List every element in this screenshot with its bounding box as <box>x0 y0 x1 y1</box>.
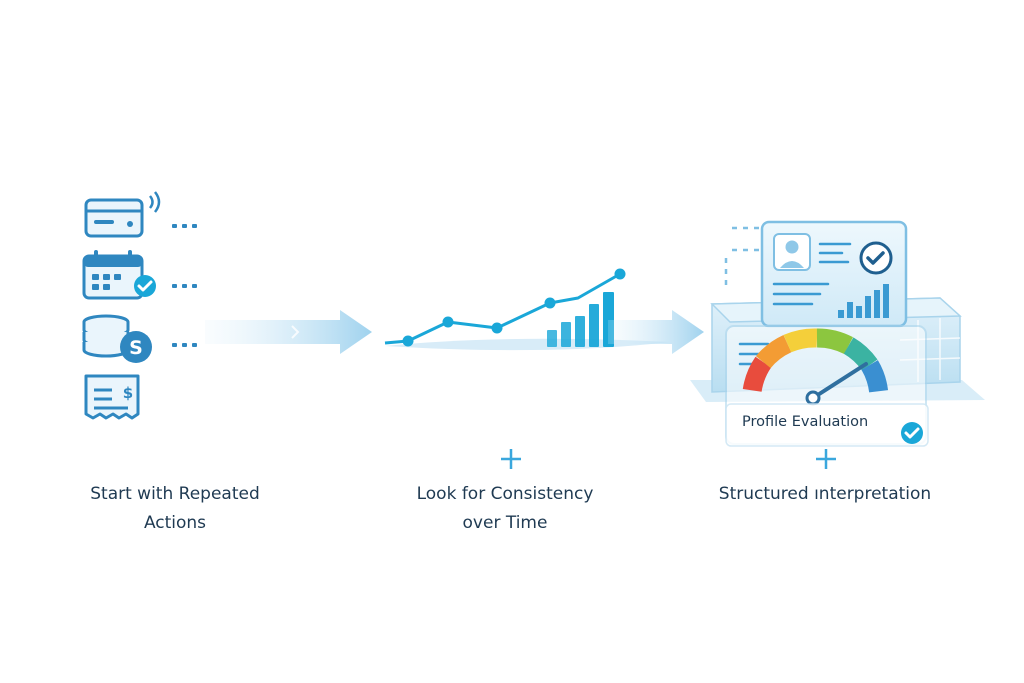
step3-icons <box>690 220 985 447</box>
check-badge-icon <box>901 422 923 444</box>
step1-caption-line1: Start with Repeated <box>90 484 260 504</box>
profile-evaluation-label: Profile Evaluation <box>742 414 869 430</box>
arrow-right-icon <box>205 310 372 354</box>
step2-caption-line2: over Time <box>462 513 548 533</box>
dotted-connector <box>172 224 197 228</box>
svg-text:S: S <box>129 337 143 359</box>
arrow-right-icon <box>608 310 704 354</box>
label-bar <box>725 403 929 447</box>
step1-caption: Start with Repeated Actions <box>55 480 295 538</box>
svg-text:$: $ <box>123 384 133 402</box>
receipt-dollar-icon: $ <box>84 374 140 420</box>
contactless-card-icon <box>84 191 161 238</box>
coins-dollar-icon: S <box>82 314 152 363</box>
dotted-connector <box>172 343 197 347</box>
plus-icon <box>816 449 836 469</box>
trend-line-icon <box>384 268 626 347</box>
step2-caption: Look for Consistency over Time <box>385 480 625 538</box>
gauge-icon <box>742 328 889 406</box>
dotted-connector <box>172 284 197 288</box>
step3-caption: Structured ınterpretation <box>690 480 960 509</box>
dashed-guides <box>724 226 760 290</box>
calendar-check-icon <box>82 250 156 300</box>
step1-caption-line2: Actions <box>143 513 207 533</box>
profile-card-icon <box>760 220 908 328</box>
step1-icons: S $ <box>82 191 197 420</box>
plus-icon <box>501 449 521 469</box>
step2-caption-line1: Look for Consistency <box>416 484 594 504</box>
step3-caption-line1: Structured ınterpretation <box>718 484 932 504</box>
step2-icons <box>384 268 670 351</box>
